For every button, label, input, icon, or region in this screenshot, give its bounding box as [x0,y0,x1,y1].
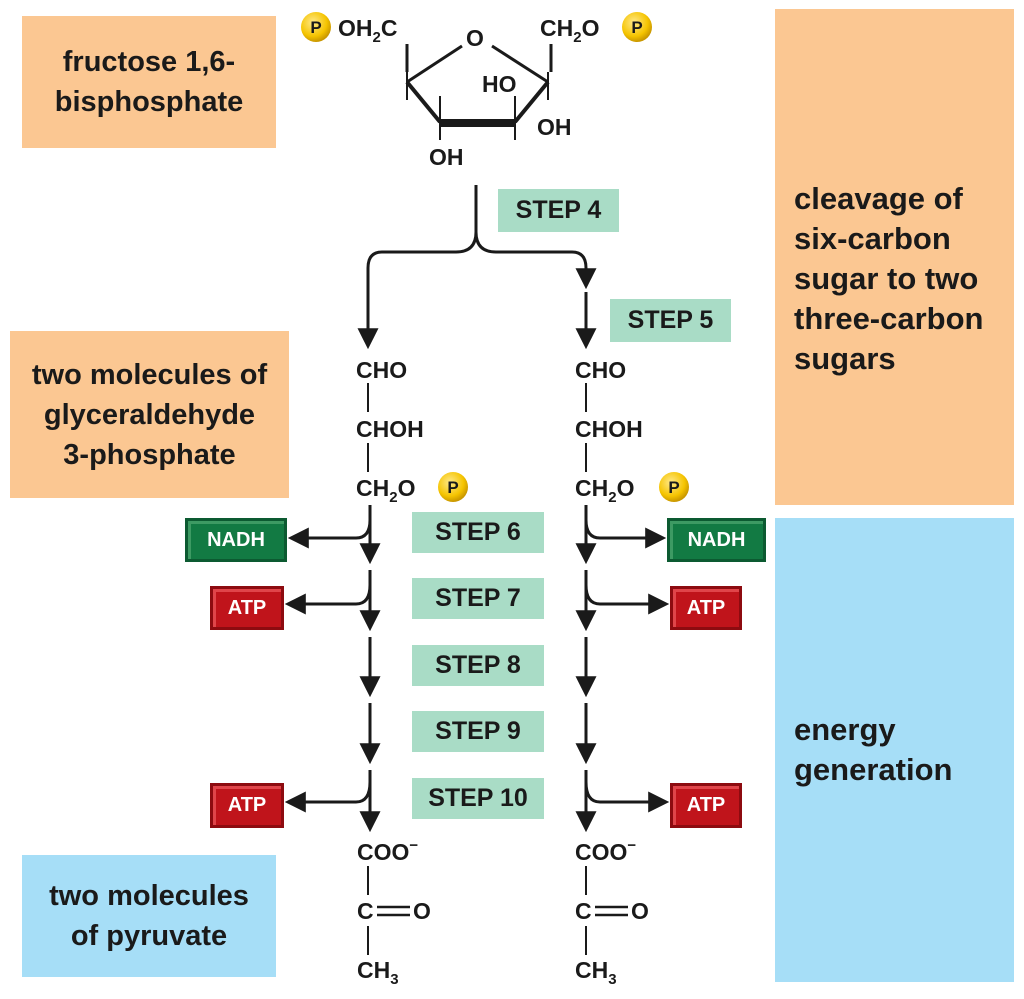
svg-text:COO−: COO− [357,837,418,865]
svg-text:CH2O: CH2O [575,475,634,506]
svg-text:O: O [631,898,649,924]
svg-text:CH3: CH3 [575,957,617,988]
oh-bottom-group: OH [429,144,464,170]
energy-generation-phase-label: energy generation [775,518,1014,982]
ho-group: HO [482,71,517,97]
svg-text:CH3: CH3 [357,957,399,988]
pyruvate-structure-right: COO− C O CH3 [575,837,649,988]
pyruvate-structure-left: COO− C O CH3 [357,837,431,988]
svg-text:CHO: CHO [575,357,626,383]
nadh-product-right: NADH [667,518,766,562]
cleavage-branch-arrows [357,185,597,350]
step-7-label: STEP 7 [412,578,544,619]
svg-text:CHO: CHO [356,357,407,383]
cleavage-phase-label: cleavage of six-carbon sugar to two thre… [775,9,1014,505]
right-pathway-arrows [575,505,670,833]
atp-product-right-step7: ATP [670,586,742,630]
phosphate-icon [301,12,331,42]
fructose-bisphosphate-label: fructose 1,6- bisphosphate [22,16,276,148]
g3p-structure-right: CHO CHOH CH2O P [575,357,689,506]
right-ch2o-group: CH2O [540,15,599,46]
step-6-label: STEP 6 [412,512,544,553]
svg-text:C: C [575,898,592,924]
phosphate-icon [659,472,689,502]
nadh-product-left: NADH [185,518,287,562]
atp-product-left-step10: ATP [210,783,284,828]
svg-text:CH2O: CH2O [356,475,415,506]
left-pathway-arrows [284,505,381,833]
atp-product-right-step10: ATP [670,783,742,828]
step-5-label: STEP 5 [610,299,731,342]
ring-oxygen: O [466,25,484,51]
svg-text:P: P [447,478,458,497]
step-10-label: STEP 10 [412,778,544,819]
pyruvate-label: two molecules of pyruvate [22,855,276,977]
glyceraldehyde-3-phosphate-label: two molecules of glyceraldehyde 3-phosph… [10,331,289,498]
step-9-label: STEP 9 [412,711,544,752]
g3p-structure-left: CHO CHOH CH2O P [356,357,468,506]
svg-text:P: P [668,478,679,497]
phosphate-icon [438,472,468,502]
step-8-label: STEP 8 [412,645,544,686]
phosphate-symbol: P [310,18,321,37]
svg-text:O: O [413,898,431,924]
phosphate-icon [622,12,652,42]
phosphate-symbol: P [631,18,642,37]
fructose-bisphosphate-structure: P OH2C O CH2O P HO OH OH [301,12,652,170]
left-oh2c-group: OH2C [338,15,397,46]
svg-text:CHOH: CHOH [356,416,424,442]
atp-product-left-step7: ATP [210,586,284,630]
oh-right-group: OH [537,114,572,140]
step-4-label: STEP 4 [498,189,619,232]
svg-text:COO−: COO− [575,837,636,865]
svg-text:C: C [357,898,374,924]
svg-text:CHOH: CHOH [575,416,643,442]
